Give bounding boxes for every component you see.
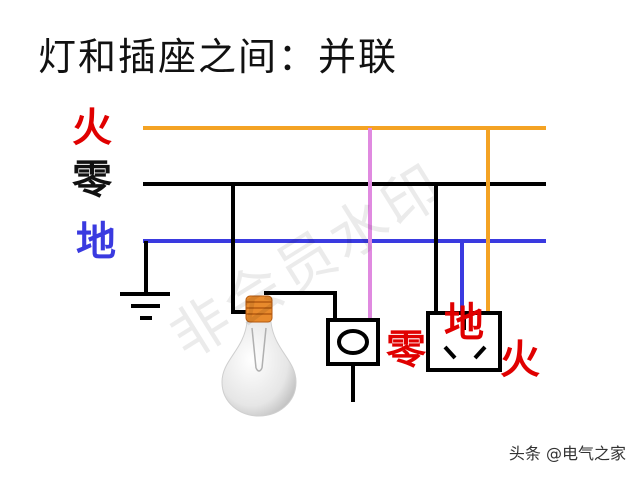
socket-live-label: 火 [500, 337, 540, 383]
switch-box [326, 318, 380, 402]
source-watermark: 头条 @电气之家 [508, 444, 626, 463]
live-line-label: 火 [72, 105, 112, 151]
ground-symbol [120, 241, 170, 320]
light-bulb [221, 295, 297, 417]
socket-neutral-label: 零 [386, 327, 426, 373]
socket-box [426, 311, 502, 372]
socket-ground-label: 地 [444, 300, 484, 346]
diagram-title: 灯和插座之间：并联 [38, 35, 399, 79]
ground-line-label: 地 [76, 219, 116, 265]
neutral-line-label: 零 [72, 157, 112, 203]
